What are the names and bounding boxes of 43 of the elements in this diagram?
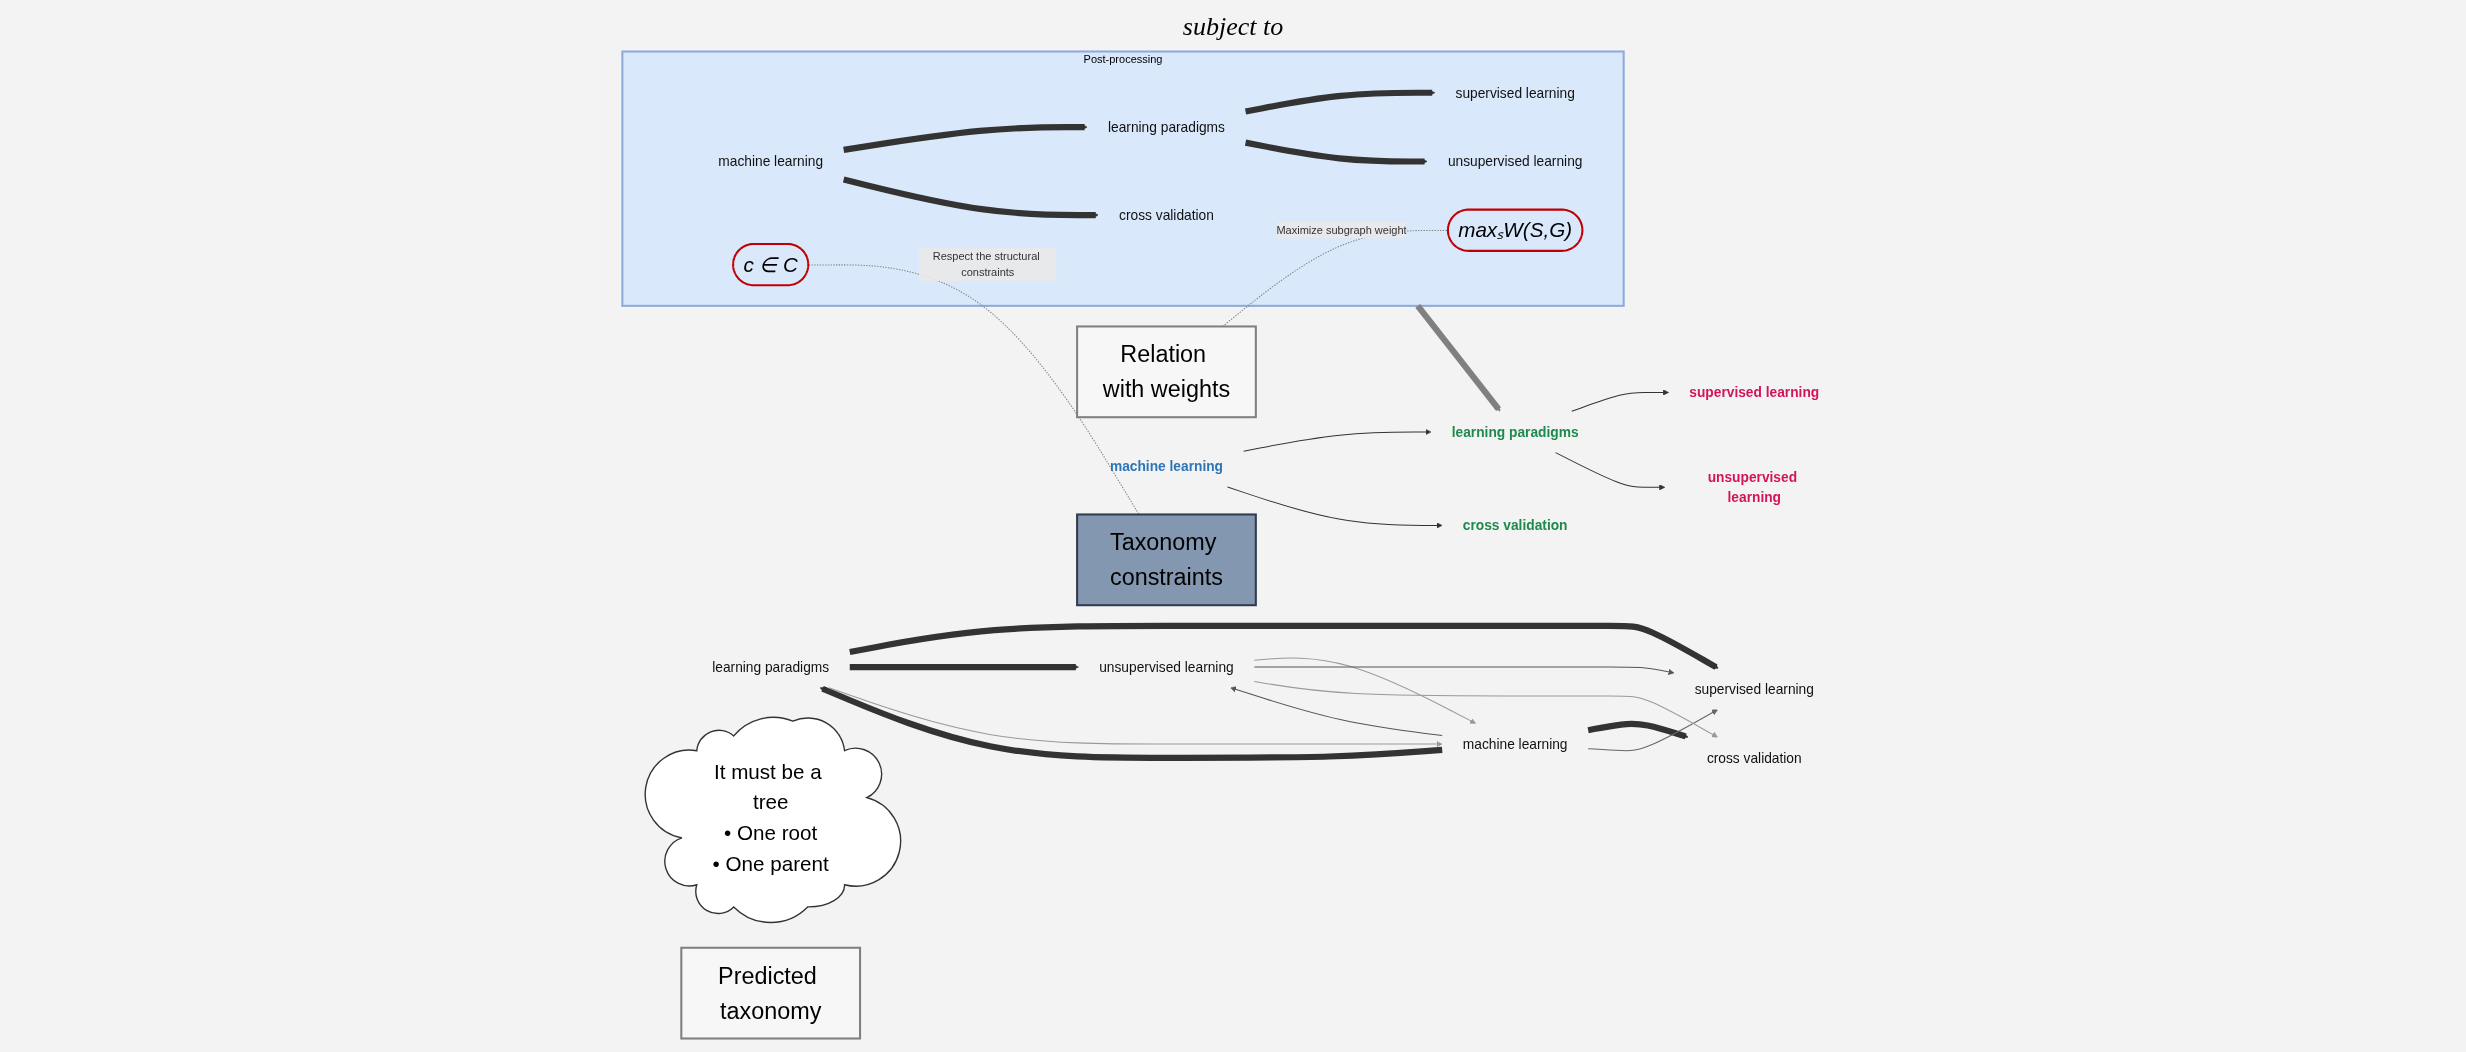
- arrow: [1555, 452, 1666, 491]
- node-text: machine learning: [718, 153, 824, 170]
- node-text: machine learning: [1109, 458, 1223, 474]
- arrow: [1243, 428, 1432, 452]
- node-text: unsupervised learning: [1707, 469, 1798, 506]
- arrow: [1244, 89, 1436, 115]
- arrow: [1253, 681, 1718, 738]
- arrow: [819, 685, 1443, 761]
- formula-text: subject to: [1182, 12, 1284, 41]
- node-text: learning paradigms: [1451, 424, 1579, 440]
- node-text: learning paradigms: [1108, 119, 1225, 135]
- arrow: [843, 124, 1088, 153]
- arrow: [1230, 686, 1443, 736]
- arrow: [842, 176, 1099, 219]
- arrow: [828, 687, 1443, 748]
- arrow: [1244, 139, 1428, 165]
- node-text: c ∈ C: [743, 253, 798, 276]
- edge-label: Maximize subgraph weight: [1276, 224, 1407, 236]
- arrow: [1571, 389, 1669, 412]
- arrow: [1587, 709, 1718, 752]
- node-text: cross validation: [1462, 517, 1568, 534]
- node-text: machine learning: [1462, 736, 1568, 752]
- arrow: [1253, 666, 1675, 675]
- arrow: [1253, 657, 1476, 724]
- node-text: unsupervised learning: [1099, 659, 1234, 675]
- node-box: Taxonomy constraints: [1076, 513, 1257, 607]
- node-text: cross validation: [1706, 750, 1802, 766]
- connector: [808, 264, 1140, 515]
- node-text: learning paradigms: [712, 659, 830, 675]
- arrow: [1415, 303, 1501, 412]
- node-text: cross validation: [1119, 207, 1214, 223]
- node-text: maxₛW(S,G): [1458, 218, 1573, 242]
- arrow: [849, 622, 1719, 670]
- node-text: unsupervised learning: [1447, 153, 1583, 170]
- node-text: supervised learning: [1455, 85, 1575, 101]
- arrow: [849, 663, 1079, 671]
- node-text: supervised learning: [1689, 384, 1820, 401]
- edge-label: Respect the structural constraints: [932, 250, 1040, 279]
- node-text: supervised learning: [1694, 681, 1814, 697]
- node-box: Relation with weights: [1076, 325, 1257, 419]
- node-box: Predicted taxonomy: [680, 946, 862, 1040]
- arrow: [1587, 720, 1689, 740]
- arrow: [1227, 486, 1443, 529]
